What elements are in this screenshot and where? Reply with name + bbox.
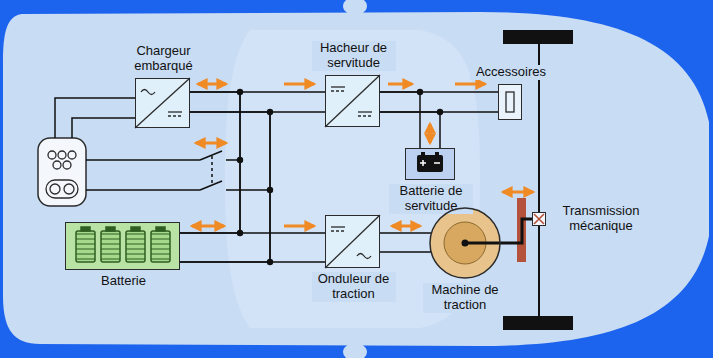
wheel — [503, 316, 573, 330]
power-wire — [180, 92, 270, 262]
battery-box: Batterie — [65, 222, 180, 270]
mechanical-shaft — [500, 219, 532, 243]
component-label: Batterie de servitude — [389, 184, 473, 214]
shaft — [465, 242, 500, 245]
component-label: Batterie — [84, 274, 164, 289]
power-wire — [380, 92, 498, 112]
converter-fill — [135, 78, 190, 128]
power-wire — [180, 233, 325, 262]
inverter-box: Onduleur de traction — [325, 215, 380, 268]
aux-battery-fill — [405, 148, 455, 180]
transmission-cross — [534, 214, 544, 224]
machine-fill — [430, 208, 500, 278]
transmission-fill — [532, 212, 546, 226]
power-wire — [380, 92, 440, 148]
component-label: Chargeur embarqué — [122, 44, 206, 74]
machine-outline-circle — [430, 208, 500, 278]
component-label: Hacheur de servitude — [312, 41, 396, 71]
transmission-box: Transmission mécanique — [532, 212, 546, 226]
battery-fill — [65, 222, 180, 270]
component-label: Transmission mécanique — [553, 204, 649, 234]
aux-battery-box: Batterie de servitude — [405, 148, 455, 180]
power-flow-arrow — [192, 84, 533, 226]
resistor-symbol — [506, 92, 514, 112]
component-label: Onduleur de traction — [312, 272, 396, 302]
dc-dc-box: Hacheur de servitude — [325, 75, 380, 127]
charger-box: Chargeur embarqué — [135, 78, 190, 128]
power-wire — [190, 92, 325, 112]
component-label: Accessoires — [470, 65, 552, 80]
axle — [538, 44, 540, 316]
accessories-box: Accessoires — [498, 84, 522, 120]
component-label: Machine de traction — [423, 283, 507, 313]
shaft-end — [462, 240, 469, 247]
accessory-fill — [498, 84, 522, 120]
car-body — [3, 12, 709, 346]
machine-outline — [430, 208, 500, 278]
charging-plug — [38, 138, 86, 206]
power-wire — [380, 233, 431, 252]
converter-fill — [325, 215, 380, 268]
converter-fill — [325, 75, 380, 127]
battery-cell — [76, 227, 170, 262]
wheel — [503, 30, 573, 44]
battery-icon — [417, 152, 443, 172]
machine-circle: Machine de traction — [430, 208, 500, 278]
